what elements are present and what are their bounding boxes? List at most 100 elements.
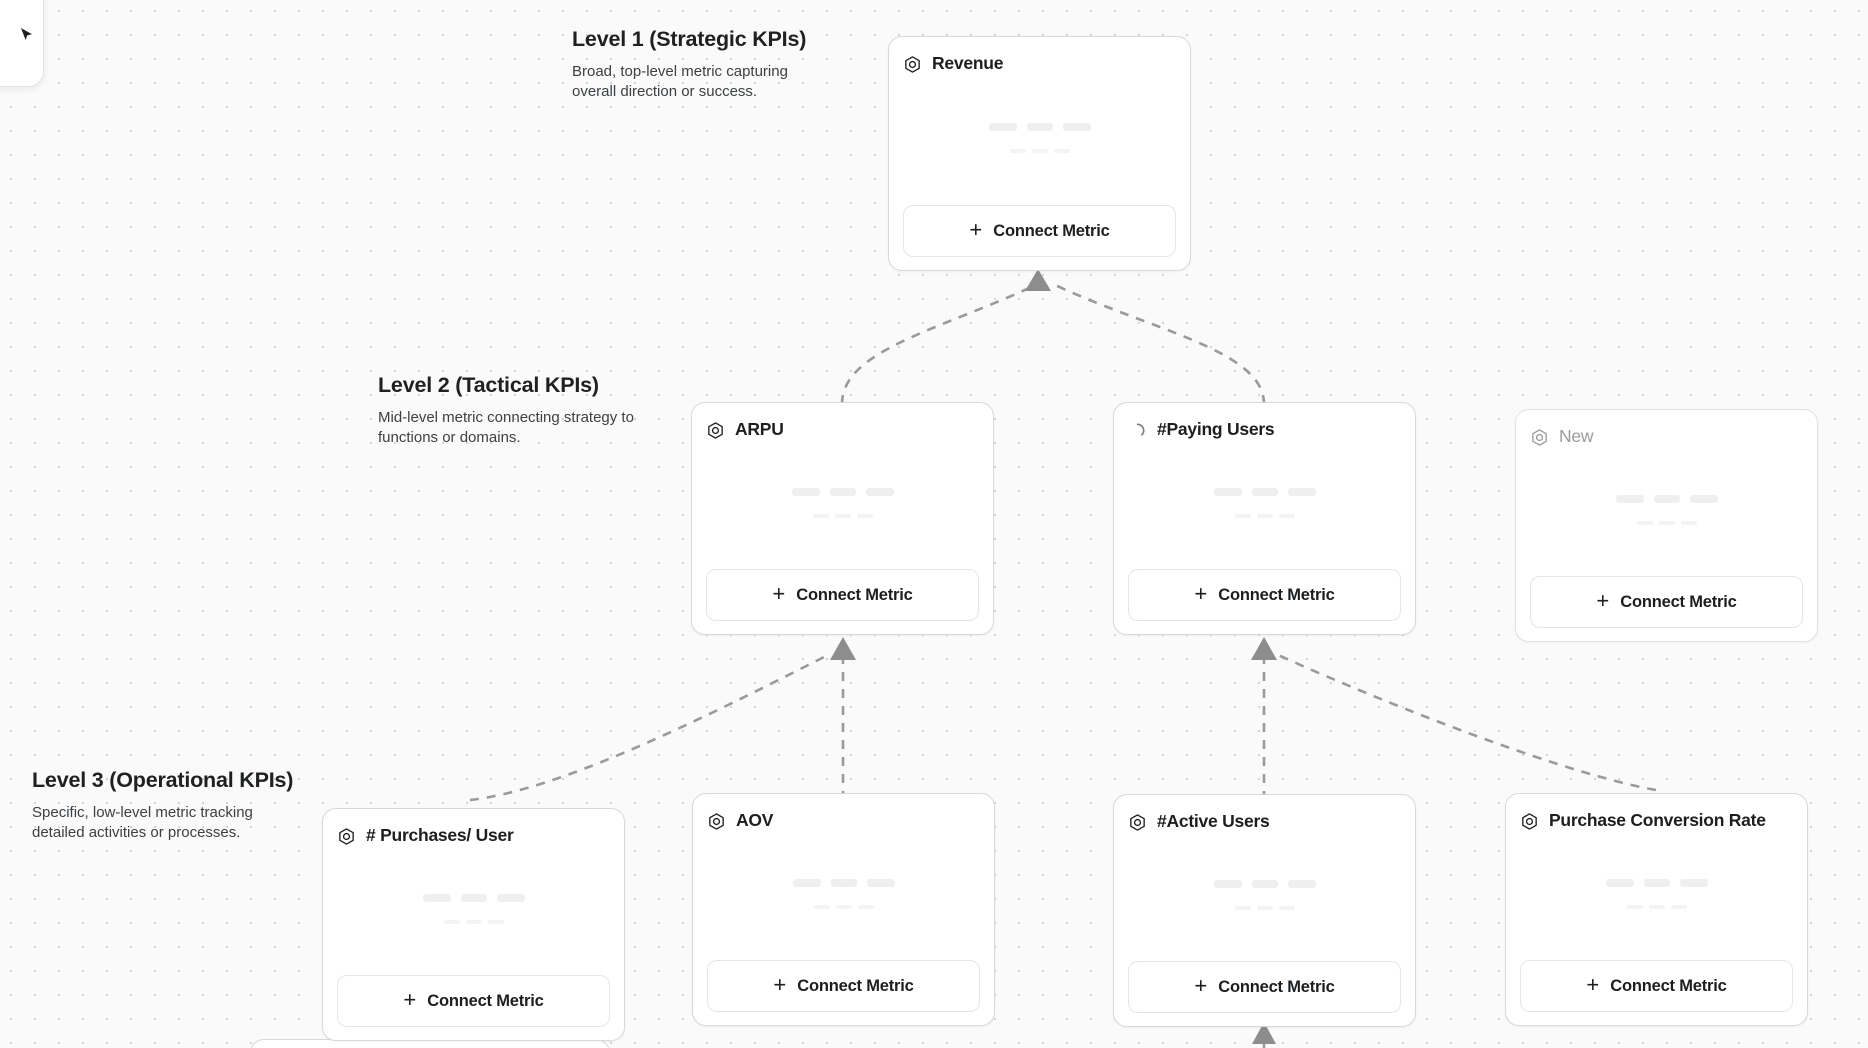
level-3-title: Level 3 (Operational KPIs): [32, 768, 294, 792]
skeleton-row-primary: [988, 123, 1091, 131]
level-1-title: Level 1 (Strategic KPIs): [572, 27, 807, 51]
skeleton-bar: [1658, 521, 1675, 525]
plus-icon: +: [772, 581, 786, 606]
arrowhead-revenue: [1025, 269, 1051, 291]
connect-metric-button[interactable]: + Connect Metric: [1128, 569, 1401, 621]
metric-card-purchase-conversion-rate[interactable]: Purchase Conversion Rate + Connect Metri…: [1505, 793, 1808, 1026]
plus-icon: +: [1596, 588, 1610, 613]
skeleton-bar: [1287, 880, 1316, 888]
cursor-pointer-icon: [21, 27, 32, 40]
skeleton-bar: [1256, 906, 1273, 910]
connect-metric-button[interactable]: + Connect Metric: [1128, 961, 1401, 1013]
hexagon-metric-icon: [905, 55, 920, 73]
skeleton-bar: [1026, 123, 1053, 131]
connect-metric-button[interactable]: + Connect Metric: [1520, 960, 1793, 1012]
edge-arpu-to-revenue: [840, 282, 1039, 405]
skeleton-bar: [1251, 488, 1278, 496]
metric-card-purchases-per-user[interactable]: # Purchases/ User + Connect Metric: [322, 808, 625, 1041]
floating-panel-fragment[interactable]: [0, 0, 44, 87]
hexagon-metric-icon: [708, 421, 723, 439]
skeleton-bar: [1670, 905, 1687, 909]
connect-metric-label: Connect Metric: [427, 991, 544, 1010]
level-caption-3: Level 3 (Operational KPIs) Specific, low…: [32, 768, 293, 844]
hexagon-metric-icon: [1130, 813, 1145, 831]
skeleton-row-secondary: [812, 514, 873, 518]
skeleton-row-primary: [1605, 879, 1708, 887]
metric-card-revenue[interactable]: Revenue + Connect Metric: [888, 36, 1191, 271]
connect-metric-label: Connect Metric: [993, 221, 1110, 240]
card-skeleton-body: [1520, 834, 1793, 960]
metric-card-paying-users[interactable]: #Paying Users + Connect Metric: [1113, 402, 1416, 635]
card-skeleton-body: [1128, 443, 1401, 569]
metric-card-new[interactable]: New + Connect Metric: [1515, 409, 1818, 642]
skeleton-bar: [1031, 149, 1048, 153]
card-header: #Paying Users: [1128, 417, 1401, 443]
skeleton-bar: [1636, 521, 1653, 525]
level-2-description: Mid-level metric connecting strategy to …: [378, 408, 634, 447]
card-header: AOV: [707, 808, 980, 834]
skeleton-bar: [1287, 488, 1316, 496]
skeleton-row-secondary: [1009, 149, 1070, 153]
skeleton-row-secondary: [443, 920, 504, 924]
level-caption-1: Level 1 (Strategic KPIs) Broad, top-leve…: [572, 27, 832, 103]
plus-icon: +: [1194, 973, 1208, 998]
hexagon-metric-icon: [709, 812, 724, 830]
edge-paying-users-to-revenue: [1052, 282, 1266, 405]
plus-icon: +: [403, 987, 417, 1012]
plus-icon: +: [1586, 972, 1600, 997]
skeleton-bar: [812, 514, 829, 518]
skeleton-bar: [1278, 514, 1295, 518]
connect-metric-button[interactable]: + Connect Metric: [903, 205, 1176, 257]
skeleton-bar: [443, 920, 460, 924]
skeleton-bar: [1605, 879, 1634, 887]
skeleton-bar: [835, 905, 852, 909]
skeleton-bar: [1251, 880, 1278, 888]
skeleton-bar: [1213, 488, 1242, 496]
skeleton-row-secondary: [813, 905, 874, 909]
skeleton-bar: [829, 488, 856, 496]
card-header: #Active Users: [1128, 809, 1401, 835]
skeleton-bar: [791, 488, 820, 496]
skeleton-bar: [813, 905, 830, 909]
skeleton-row-primary: [1213, 488, 1316, 496]
metric-card-arpu[interactable]: ARPU + Connect Metric: [691, 402, 994, 635]
skeleton-row-primary: [1615, 495, 1718, 503]
connect-metric-button[interactable]: + Connect Metric: [707, 960, 980, 1012]
connect-metric-label: Connect Metric: [1620, 592, 1737, 611]
skeleton-bar: [1053, 149, 1070, 153]
connect-metric-button[interactable]: + Connect Metric: [706, 569, 979, 621]
skeleton-row-secondary: [1234, 514, 1295, 518]
card-skeleton-body: [1530, 450, 1803, 576]
skeleton-bar: [1256, 514, 1273, 518]
card-title: Revenue: [932, 53, 1004, 74]
card-header: # Purchases/ User: [337, 823, 610, 849]
skeleton-bar: [422, 894, 451, 902]
connect-metric-label: Connect Metric: [1218, 977, 1335, 996]
skeleton-row-primary: [1213, 880, 1316, 888]
skeleton-bar: [1648, 905, 1665, 909]
card-skeleton-body: [337, 849, 610, 975]
connect-metric-label: Connect Metric: [797, 976, 914, 995]
skeleton-bar: [1689, 495, 1718, 503]
connect-metric-button[interactable]: + Connect Metric: [337, 975, 610, 1027]
metric-card-active-users[interactable]: #Active Users + Connect Metric: [1113, 794, 1416, 1027]
skeleton-bar: [1213, 880, 1242, 888]
skeleton-bar: [1009, 149, 1026, 153]
metric-card-aov[interactable]: AOV + Connect Metric: [692, 793, 995, 1026]
skeleton-row-secondary: [1626, 905, 1687, 909]
level-2-title: Level 2 (Tactical KPIs): [378, 373, 599, 397]
connect-metric-button[interactable]: + Connect Metric: [1530, 576, 1803, 628]
skeleton-bar: [1680, 521, 1697, 525]
skeleton-bar: [1615, 495, 1644, 503]
card-title: AOV: [736, 810, 774, 831]
arrowhead-paying-users: [1251, 637, 1277, 660]
spinner-loading-icon: [1136, 423, 1145, 436]
skeleton-bar: [792, 879, 821, 887]
skeleton-row-secondary: [1636, 521, 1697, 525]
skeleton-bar: [1062, 123, 1091, 131]
card-title: #Active Users: [1157, 811, 1270, 832]
level-1-description: Broad, top-level metric capturing overal…: [572, 62, 788, 101]
connect-metric-label: Connect Metric: [796, 585, 913, 604]
skeleton-bar: [988, 123, 1017, 131]
